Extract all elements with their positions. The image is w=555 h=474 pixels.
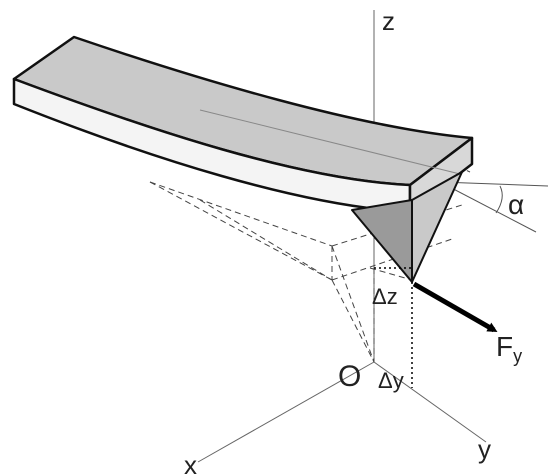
axes	[197, 10, 487, 463]
cantilever-beam	[12, 35, 474, 214]
x-axis-line	[197, 361, 375, 463]
pyramid-tip	[351, 171, 463, 283]
delta-y-label: Δy	[378, 368, 404, 393]
delta-z-label: Δz	[372, 284, 398, 309]
tip-face-light	[411, 171, 463, 283]
z-axis-label: z	[382, 6, 395, 36]
y-axis-line	[373, 361, 487, 443]
x-axis-label: x	[184, 450, 197, 474]
force-label: Fy	[496, 331, 522, 366]
force-arrow	[412, 281, 498, 333]
y-axis-label: y	[478, 434, 491, 464]
origin-label: O	[338, 360, 361, 393]
displacement-markers	[374, 267, 413, 388]
force-label-subscript: y	[513, 346, 522, 366]
force-label-main: F	[496, 331, 513, 362]
alpha-label: α	[508, 189, 524, 220]
